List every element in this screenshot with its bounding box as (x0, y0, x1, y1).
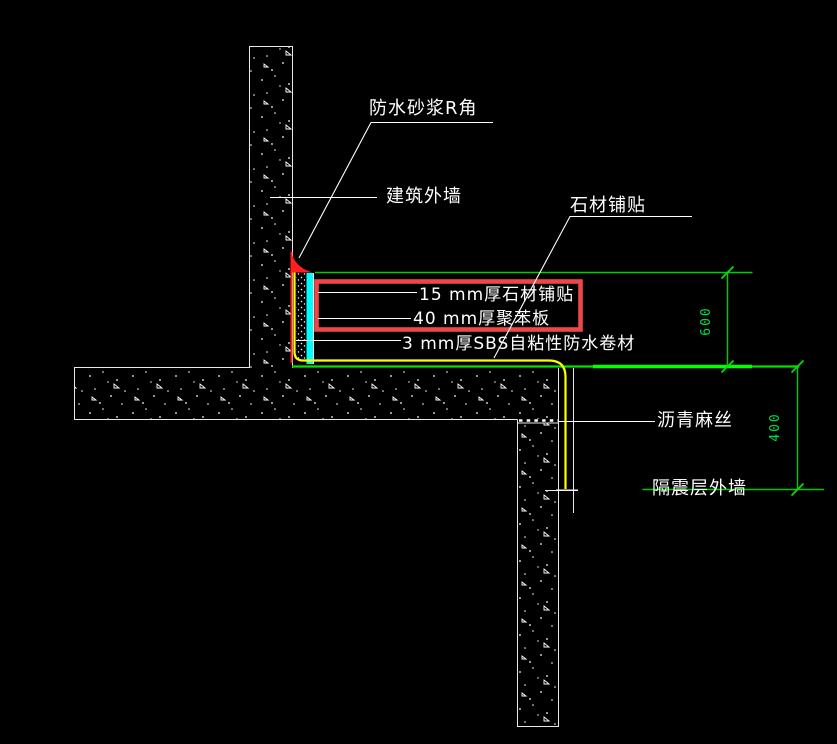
floor-slab-section (75, 368, 558, 419)
lower-wall-section (518, 423, 558, 726)
leader-mortar-r-corner (298, 121, 493, 259)
label-mortar-r-corner: 防水砂浆R角 (369, 98, 478, 119)
mortar-r-corner-fillet (290, 250, 313, 273)
label-building-ext-wall: 建筑外墙 (386, 186, 462, 207)
upper-wall-section (250, 47, 292, 368)
leader-stone-paving (493, 215, 692, 359)
sbs-membrane-line (293, 272, 567, 489)
slab-outline-left (73, 366, 518, 421)
mortar-band (296, 273, 306, 360)
dimension-text-600: 600 (699, 306, 714, 336)
highlight-box (314, 279, 583, 332)
label-stone-layer: 15 mm厚石材铺贴 (419, 285, 575, 305)
dimension-text-400: 400 (768, 412, 783, 442)
label-asphalt-oakum: 沥青麻丝 (657, 410, 733, 431)
label-eps-layer: 40 mm厚聚苯板 (413, 309, 551, 329)
upper-wall-outline (248, 45, 294, 368)
lower-wall-left-edge (516, 419, 559, 728)
dimension-ticks (720, 265, 805, 497)
insulation-strip (306, 273, 313, 364)
label-stone-paving: 石材铺贴 (570, 195, 646, 216)
label-sbs-layer: 3 mm厚SBS自粘性防水卷材 (402, 334, 636, 354)
label-isolation-wall: 隔震层外墙 (652, 478, 747, 499)
